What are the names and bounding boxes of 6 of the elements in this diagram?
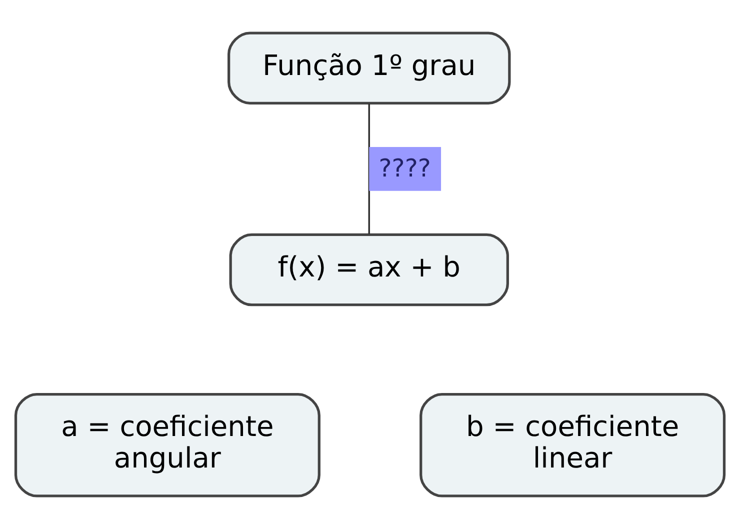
edge-label: ???? [378,152,431,182]
node-box: Função 1º grau [228,31,511,104]
node-box: a = coeficiente angular [14,392,320,497]
node-box: b = coeficiente linear [420,392,726,497]
node-box: f(x) = ax + b [229,232,509,306]
connector [368,102,370,234]
